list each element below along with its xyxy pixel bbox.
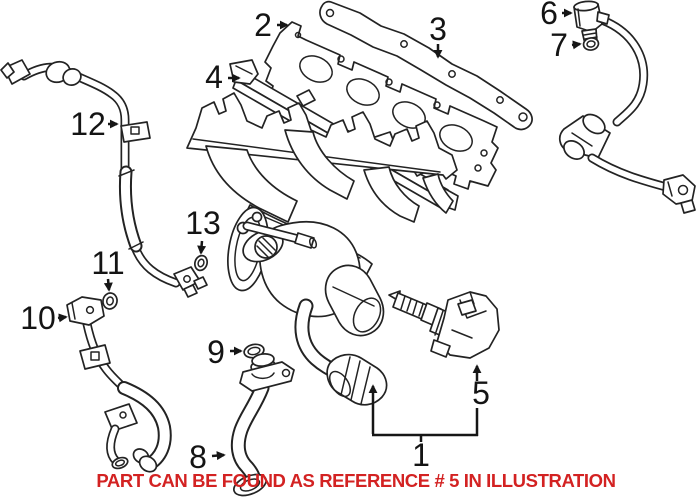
part-3-gasket-strip — [319, 0, 533, 131]
callout-9-label: 9 — [207, 334, 225, 370]
callout-11-label: 11 — [91, 245, 124, 281]
callout-2-label: 2 — [254, 7, 272, 43]
part-6-vacuum-line — [558, 0, 696, 214]
part-13-washer — [193, 254, 209, 272]
callout-7-arrow — [571, 40, 582, 50]
callout-4-label: 4 — [205, 59, 223, 95]
callout-8-label: 8 — [189, 439, 207, 475]
callout-10-label: 10 — [20, 300, 56, 336]
callout-3-label: 3 — [429, 11, 447, 47]
part-7-seal-ring — [582, 37, 600, 51]
callout-labels: 1 2 3 4 5 6 7 8 9 10 11 12 13 — [20, 0, 568, 475]
callout-5-label: 5 — [472, 375, 490, 411]
part-10-oil-return-line — [66, 296, 172, 473]
callout-7-label: 7 — [550, 27, 568, 63]
part-11-o-ring — [102, 292, 118, 310]
callout-12-label: 12 — [70, 106, 106, 142]
reference-caption: PART CAN BE FOUND AS REFERENCE # 5 IN IL… — [96, 470, 616, 491]
callout-1-label: 1 — [412, 437, 430, 473]
callout-10-arrow — [57, 313, 68, 323]
callout-13-arrow — [197, 240, 207, 255]
part-8-coolant-pipe — [230, 353, 295, 497]
callout-13-label: 13 — [185, 205, 221, 241]
part-1-manifold-turbocharger — [186, 92, 458, 406]
part-5-actuator — [388, 290, 500, 359]
part-12-oil-feed-line — [0, 59, 208, 298]
callout-8-arrow — [211, 451, 226, 461]
callout-11-arrow — [103, 278, 113, 292]
callout-leaders — [57, 8, 582, 461]
callout-6-label: 6 — [540, 0, 558, 31]
